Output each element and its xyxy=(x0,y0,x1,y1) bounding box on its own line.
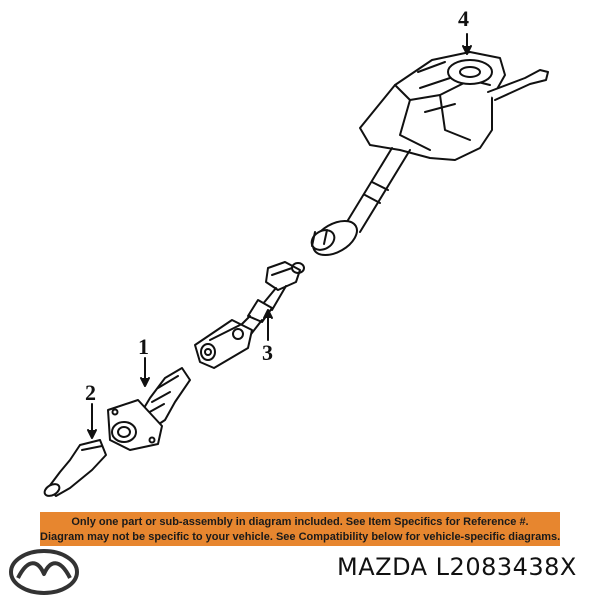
intermediate-shaft xyxy=(194,261,305,369)
seal-boot xyxy=(43,439,107,497)
steering-column-drawing xyxy=(43,33,549,497)
callout-2: 2 xyxy=(85,380,96,405)
disclaimer-line-1: Only one part or sub-assembly in diagram… xyxy=(71,516,529,528)
lower-boot-assembly xyxy=(107,367,191,451)
mazda-logo-icon xyxy=(9,549,79,595)
steering-column-assembly xyxy=(310,51,549,257)
callout-3: 3 xyxy=(262,340,273,365)
disclaimer-banner: Only one part or sub-assembly in diagram… xyxy=(40,512,560,546)
disclaimer-line-2: Diagram may not be specific to your vehi… xyxy=(40,531,561,543)
part-number-label: MAZDA L2083438X xyxy=(337,553,577,581)
callout-1: 1 xyxy=(138,334,149,359)
callout-4: 4 xyxy=(458,6,469,31)
leader-lines xyxy=(87,33,472,439)
